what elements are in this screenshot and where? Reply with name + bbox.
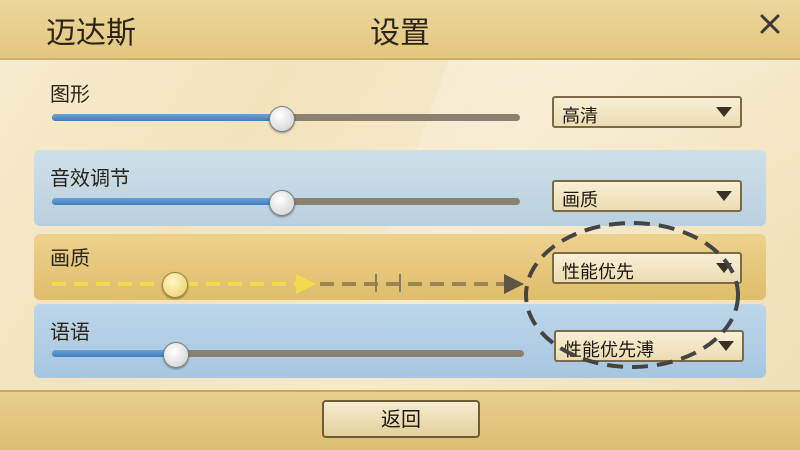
window-title: 设置 (370, 16, 430, 51)
audio-row: 音效调节 画质 (34, 150, 766, 226)
quality-slider-track[interactable] (34, 234, 534, 300)
quality-select-value: 性能优先 (562, 262, 634, 283)
chevron-down-icon (716, 263, 732, 273)
chevron-down-icon (716, 107, 732, 117)
arrow-right-icon (296, 274, 316, 294)
audio-slider-knob[interactable] (269, 190, 296, 216)
audio-select-value: 画质 (562, 190, 598, 211)
quality-select[interactable]: 性能优先 (552, 252, 742, 284)
language-slider-fill (52, 350, 175, 357)
graphics-slider-knob[interactable] (269, 106, 296, 132)
graphics-select-value: 高清 (562, 106, 598, 127)
language-select[interactable]: 性能优先溥 (554, 330, 744, 362)
chevron-down-icon (716, 191, 732, 201)
language-slider-knob[interactable] (162, 342, 189, 368)
app-title: 迈达斯 (46, 16, 136, 51)
language-slider-track[interactable] (52, 350, 524, 357)
graphics-row: 图形 高清 (34, 66, 766, 140)
quality-label: 画质 (50, 246, 90, 270)
footer-bar: 返回 (0, 390, 800, 450)
graphics-quality-select[interactable]: 高清 (552, 96, 742, 128)
language-row: 语语 性能优先溥 (34, 304, 766, 378)
language-select-value: 性能优先溥 (564, 340, 654, 361)
close-icon (760, 14, 780, 34)
graphics-label: 图形 (50, 82, 90, 106)
graphics-slider-fill (52, 114, 282, 121)
audio-label: 音效调节 (50, 166, 130, 190)
title-bar: 迈达斯 设置 (0, 0, 800, 60)
language-label: 语语 (50, 320, 90, 344)
close-button[interactable] (754, 8, 786, 40)
arrow-right-icon (504, 274, 524, 294)
back-button[interactable]: 返回 (322, 400, 480, 438)
audio-select[interactable]: 画质 (552, 180, 742, 212)
audio-slider-fill (52, 198, 282, 205)
quality-slider-knob[interactable] (161, 272, 188, 298)
quality-row: 画质 性能优先 (34, 234, 766, 300)
chevron-down-icon (718, 341, 734, 351)
